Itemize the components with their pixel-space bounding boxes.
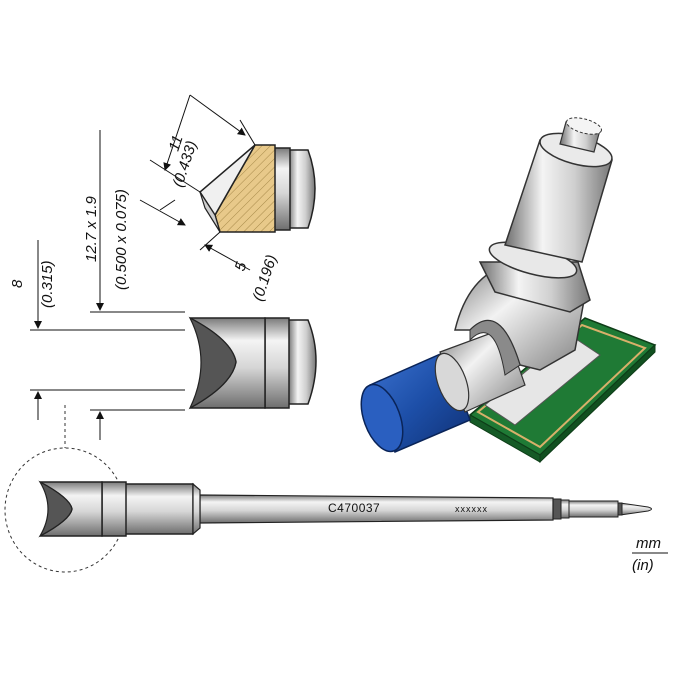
dimension-slot: 12.7 x 1.9 (0.500 x 0.075) <box>83 130 185 440</box>
dimension-width: 8 (0.315) <box>9 240 185 420</box>
application-illustration <box>360 117 657 464</box>
unit-mm-label: mm <box>636 535 661 552</box>
marking-label: xxxxxx <box>455 504 488 514</box>
slot-mm-label: 12.7 x 1.9 <box>83 195 100 262</box>
units-legend: mm (in) <box>632 535 668 574</box>
part-number-label: C470037 <box>328 501 380 515</box>
bevel-in-label: (0.196) <box>250 253 281 303</box>
unit-in-label: (in) <box>632 557 654 574</box>
bevel-mm-label: 5 <box>232 259 251 273</box>
tip-profile-view <box>199 144 316 233</box>
slot-in-label: (0.500 x 0.075) <box>113 189 130 290</box>
width-in-label: (0.315) <box>39 260 56 308</box>
width-mm-label: 8 <box>9 279 26 288</box>
tip-front-view <box>188 316 317 410</box>
full-tip-view: C470037 xxxxxx <box>4 447 652 573</box>
length-mm-label: 11 <box>166 133 187 153</box>
